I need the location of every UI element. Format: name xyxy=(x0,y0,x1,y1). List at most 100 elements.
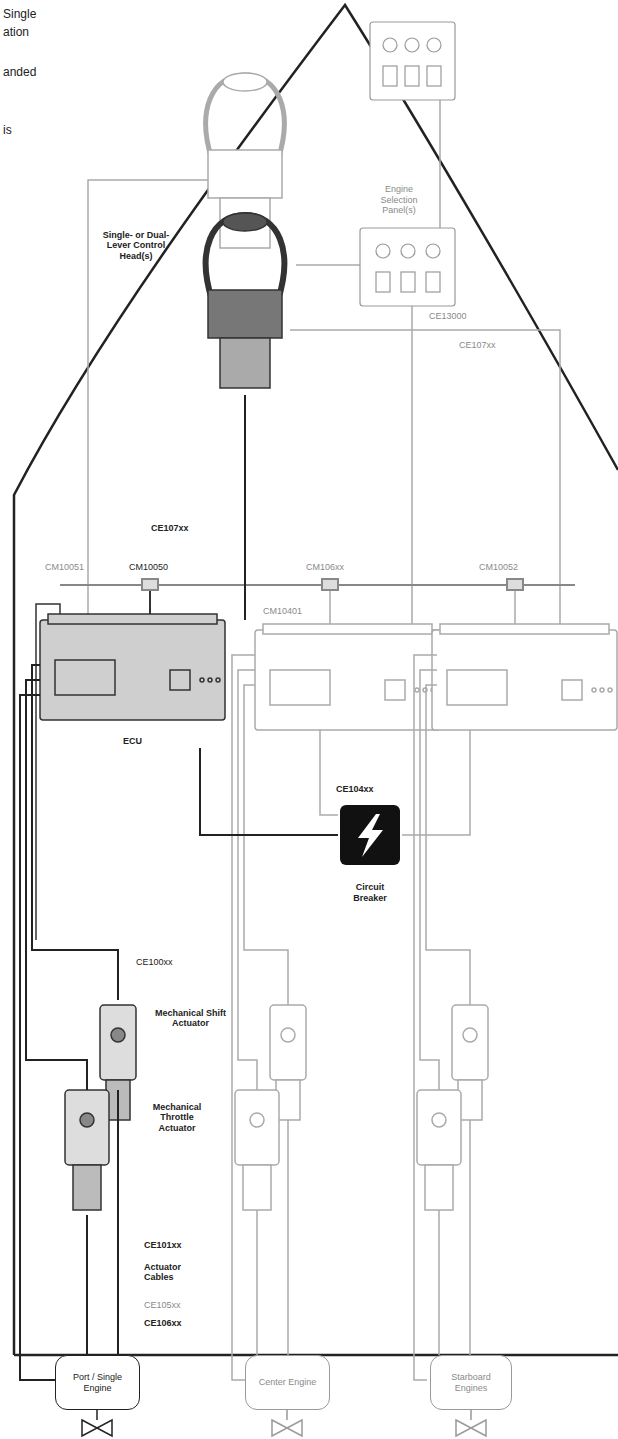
ghost-engine-wiring xyxy=(281,1028,295,1042)
cable-connector xyxy=(117,1090,119,1355)
cable-connector xyxy=(200,748,338,835)
ghost-wires xyxy=(296,264,360,266)
engine-selection-panels xyxy=(376,272,390,292)
body-text: ation xyxy=(2,26,30,40)
ghost-engine-wiring xyxy=(244,685,288,1005)
engine-selection-panels xyxy=(383,38,397,52)
cable-connector xyxy=(20,695,55,1380)
cable-connector xyxy=(26,680,87,1090)
can-bus xyxy=(322,579,338,590)
actuators xyxy=(73,1165,101,1210)
ghost-wires xyxy=(88,180,208,620)
engine-selection-panels xyxy=(383,66,397,86)
ecu-units xyxy=(255,624,440,730)
cable-callout: CE13000 xyxy=(428,311,468,321)
cable-callout: CE100xx xyxy=(135,957,174,967)
engine-selection-panels xyxy=(401,244,415,258)
control-head xyxy=(223,213,267,231)
throttle-actuator: Mechanical Throttle Actuator xyxy=(60,1090,210,1215)
ghost-engine-wiring xyxy=(414,655,488,1380)
control-head xyxy=(206,213,285,388)
ghost-engine-wiring xyxy=(250,1113,264,1127)
cable-connector xyxy=(86,1215,88,1355)
cable-callout: CE105xx xyxy=(143,1300,182,1310)
propellers xyxy=(82,1410,486,1436)
ghost-wires xyxy=(402,730,470,835)
actuators xyxy=(65,1005,136,1210)
node-label: Mechanical Shift Actuator xyxy=(143,1008,238,1029)
cable-callout: CE101xx xyxy=(143,1240,183,1250)
actuators xyxy=(111,1028,125,1042)
cable-callout: CM10052 xyxy=(478,562,519,572)
node-label: Circuit Breaker xyxy=(340,882,400,903)
ghost-engine-wiring xyxy=(256,1210,258,1355)
node-label: Center Engine xyxy=(259,1377,317,1387)
engine-selection-panels xyxy=(360,22,455,306)
ghost-control-head xyxy=(220,198,270,248)
can-bus xyxy=(142,579,158,590)
can-bus xyxy=(507,579,523,590)
propellers xyxy=(82,1410,112,1436)
ghost-engine-wiring xyxy=(270,1005,306,1080)
ghost-control-head xyxy=(208,150,282,198)
can-bus xyxy=(60,584,575,586)
propellers xyxy=(272,1410,302,1436)
actuators xyxy=(65,1090,109,1165)
control-head xyxy=(208,290,282,338)
hull-outline xyxy=(14,5,618,1355)
selection-panel: Engine Selection Panel(s) xyxy=(366,178,432,222)
engine-selection-panels xyxy=(405,66,419,86)
propellers xyxy=(456,1410,486,1436)
cable-callout: CE107xx xyxy=(150,523,190,533)
engine-selection-panels xyxy=(426,244,440,258)
cable-callout: CE104xx xyxy=(335,784,375,794)
ghost-wires xyxy=(411,306,413,630)
cable-connector xyxy=(32,665,118,1000)
shift-actuator: Mechanical Shift Actuator xyxy=(95,1000,245,1090)
ghost-wires xyxy=(439,100,441,228)
ghost-engine-wiring xyxy=(238,670,257,1090)
circuit-breaker-symbol xyxy=(358,814,383,857)
engine-box: Starboard Engines xyxy=(430,1355,512,1410)
cable-callout: CE106xx xyxy=(143,1318,183,1328)
node-label: ECU xyxy=(123,736,142,746)
engine-selection-panels xyxy=(360,228,455,306)
cable-callout: CM10401 xyxy=(262,606,303,616)
ghost-engine-wiring xyxy=(235,1090,279,1165)
engine-selection-panels xyxy=(427,38,441,52)
node-label: Starboard Engines xyxy=(434,1372,508,1393)
ecu-wire-bundle xyxy=(36,604,60,940)
body-text: Single xyxy=(2,8,37,22)
circuit-breaker-symbol xyxy=(340,805,400,865)
engine-selection-panels xyxy=(405,38,419,52)
ghost-wires xyxy=(320,730,338,815)
body-text: anded xyxy=(2,66,37,80)
ecu-box: ECU xyxy=(40,620,225,748)
actuators xyxy=(100,1005,136,1080)
hull-outline xyxy=(14,5,618,1355)
ghost-engine-wiring xyxy=(243,1165,271,1210)
cable-callout: CM10050 xyxy=(128,562,169,572)
cable-callout: Actuator Cables xyxy=(143,1262,197,1283)
ecu-units xyxy=(432,624,617,730)
engine-box: Center Engine xyxy=(245,1355,330,1410)
ecu-units xyxy=(40,614,617,730)
cable-callout: CM106xx xyxy=(305,562,345,572)
circuit-breaker: Circuit Breaker xyxy=(338,803,402,903)
body-text: is xyxy=(2,124,13,138)
node-label: Single- or Dual-Lever Control Head(s) xyxy=(95,230,177,261)
actuators xyxy=(80,1113,94,1127)
engine-selection-panels xyxy=(427,66,441,86)
engine-selection-panels xyxy=(370,22,455,100)
cable-connector xyxy=(244,395,246,620)
ghost-engine-wiring xyxy=(287,1120,289,1355)
engine-selection-panels xyxy=(426,272,440,292)
node-label: Port / Single Engine xyxy=(60,1372,136,1393)
engine-box: Port / Single Engine xyxy=(55,1355,140,1410)
node-label: Mechanical Throttle Actuator xyxy=(145,1102,209,1133)
cable-callout: CE107xx xyxy=(458,340,497,350)
control-head: Single- or Dual-Lever Control Head(s) xyxy=(95,205,295,395)
